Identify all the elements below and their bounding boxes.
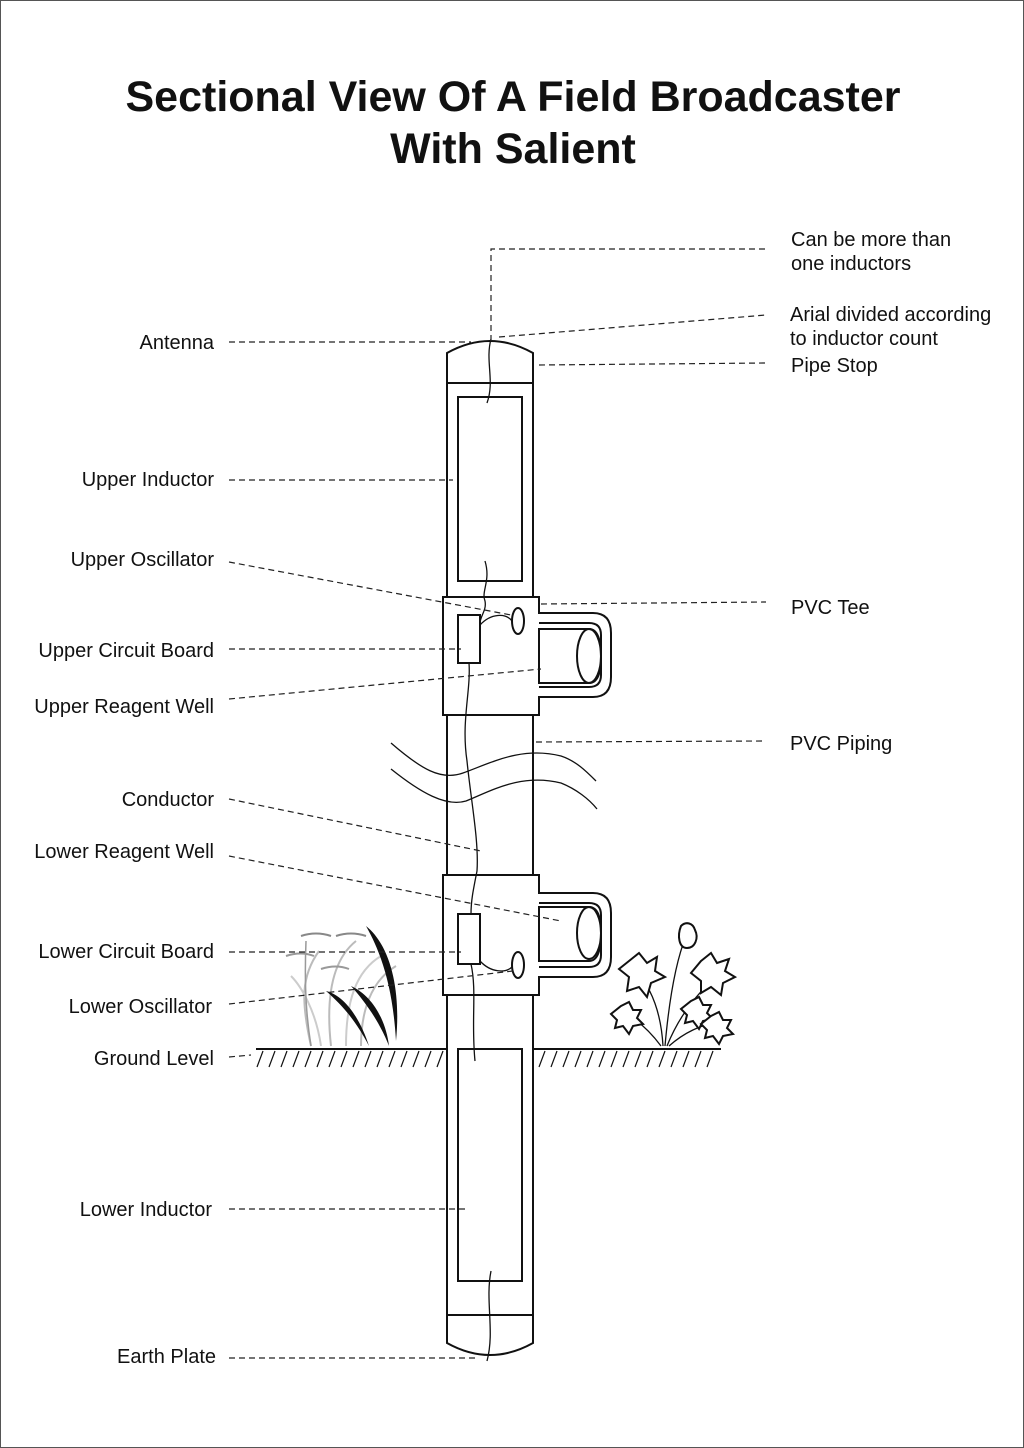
upper-oscillator [511,607,525,635]
ground-hatch-mark [424,1050,432,1068]
title-line-2: With Salient [390,125,636,173]
ground-hatch-mark [328,1050,336,1068]
ground-hatch-mark [538,1050,546,1068]
label-arial-line-2: to inductor count [790,328,938,350]
label-more-inductors-line-2: one inductors [791,253,911,275]
ground-hatch-mark [256,1050,264,1068]
label-conductor: Conductor [122,789,215,811]
label-lower-reagent-well: Lower Reagent Well [34,841,214,863]
title-line-1: Sectional View Of A Field Broadcaster [125,73,901,121]
ground-hatch-mark [412,1050,420,1068]
label-pipe-stop: Pipe Stop [791,355,878,377]
label-arial-line-1: Arial divided according [790,304,991,326]
label-lower-oscillator: Lower Oscillator [69,996,213,1018]
ground-hatch-mark [304,1050,312,1068]
ground-hatch-mark [280,1050,288,1068]
ground-hatch-mark [436,1050,444,1068]
middle-pipe-section [446,714,534,876]
ground-hatch-mark [622,1050,630,1068]
ground-hatch-mark [586,1050,594,1068]
lower-oscillator [511,951,525,979]
pipe-stop-top [446,340,534,384]
external-cable [390,742,597,782]
label-pvc-piping: PVC Piping [790,733,892,755]
ground-hatch-mark [388,1050,396,1068]
ground-hatch-mark [562,1050,570,1068]
ground-hatch-mark [670,1050,678,1068]
ground-hatch-mark [574,1050,582,1068]
ground-hatch-mark [682,1050,690,1068]
label-antenna: Antenna [139,332,214,354]
label-more-inductors-line-1: Can be more than [791,229,951,251]
ground-hatch-mark [400,1050,408,1068]
page-title: Sectional View Of A Field Broadcaster Wi… [1,71,1023,175]
ground-hatch-mark [316,1050,324,1068]
ground-hatch-mark [598,1050,606,1068]
grass-illustration [285,926,398,1047]
ground-hatch-mark [268,1050,276,1068]
ground-hatch-right [538,1050,714,1068]
upper-pvc-tee [442,596,612,716]
lower-circuit-board [457,913,481,965]
ground-hatch-mark [646,1050,654,1068]
label-ground-level: Ground Level [94,1048,214,1070]
ground-hatch-mark [364,1050,372,1068]
ground-hatch-left [256,1050,444,1068]
conductor-wire [464,338,492,1362]
lower-inductor [457,1048,523,1282]
ground-hatch-mark [352,1050,360,1068]
ground-hatch-mark [376,1050,384,1068]
label-upper-circuit-board: Upper Circuit Board [38,640,214,662]
leader-lines [228,248,767,1359]
ground-hatch-mark [706,1050,714,1068]
label-lower-inductor: Lower Inductor [80,1199,213,1221]
ground-hatch-mark [340,1050,348,1068]
upper-circuit-board [457,614,481,664]
label-upper-inductor: Upper Inductor [82,469,215,491]
ground-hatch-mark [292,1050,300,1068]
flower-plant-illustration [609,922,738,1047]
label-lower-circuit-board: Lower Circuit Board [38,941,214,963]
label-upper-reagent-well: Upper Reagent Well [34,696,214,718]
ground-hatch-mark [634,1050,642,1068]
ground-hatch-mark [550,1050,558,1068]
lower-pvc-tee [442,874,612,996]
label-upper-oscillator: Upper Oscillator [71,549,215,571]
ground-hatch-mark [694,1050,702,1068]
ground-line [256,1048,721,1068]
ground-hatch-mark [610,1050,618,1068]
label-earth-plate: Earth Plate [117,1346,216,1368]
ground-hatch-mark [658,1050,666,1068]
label-pvc-tee: PVC Tee [791,597,870,619]
upper-inductor [457,396,523,582]
